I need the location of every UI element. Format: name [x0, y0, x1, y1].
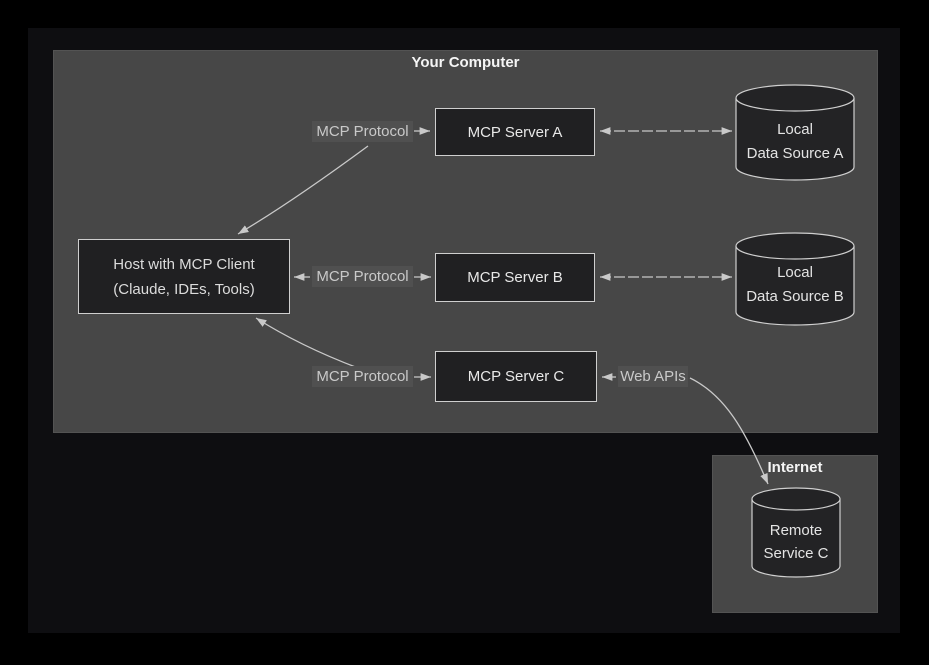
internet-container [712, 455, 878, 613]
web-apis-label: Web APIs [618, 366, 688, 387]
mcp-server-b-label: MCP Server B [467, 269, 563, 286]
mcp-server-a-node: MCP Server A [435, 108, 595, 156]
host-node-line1: Host with MCP Client [113, 255, 255, 273]
mcp-server-c-node: MCP Server C [435, 351, 597, 402]
mcp-protocol-label-c: MCP Protocol [312, 366, 413, 387]
mcp-server-c-label: MCP Server C [467, 368, 565, 385]
mcp-protocol-label-b: MCP Protocol [312, 266, 413, 287]
host-node: Host with MCP Client (Claude, IDEs, Tool… [78, 239, 290, 314]
internet-title: Internet [767, 459, 823, 476]
mcp-server-a-label: MCP Server A [467, 123, 563, 141]
your-computer-title: Your Computer [411, 54, 520, 71]
mcp-protocol-label-a: MCP Protocol [312, 121, 413, 142]
mcp-server-b-node: MCP Server B [435, 253, 595, 302]
host-node-line2: (Claude, IDEs, Tools) [113, 280, 255, 298]
